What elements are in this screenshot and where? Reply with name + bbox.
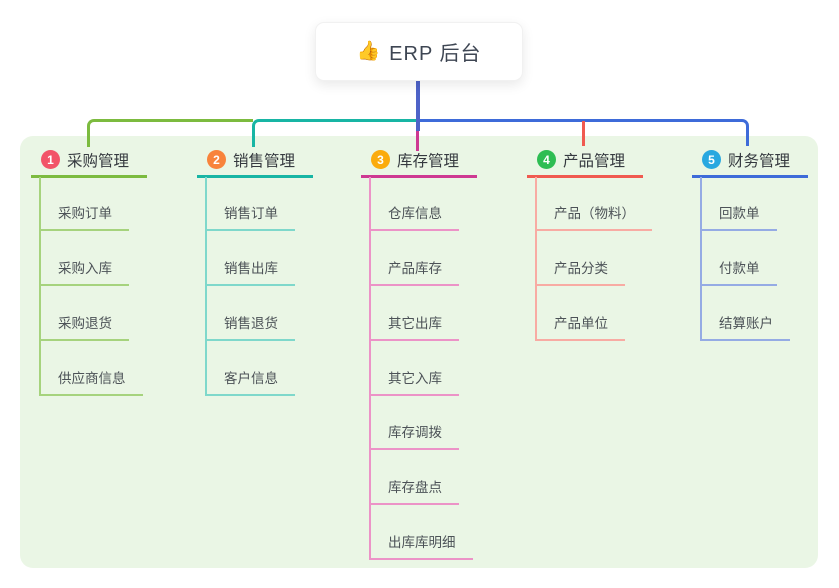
connector-drop-branch-3 bbox=[416, 119, 419, 151]
child-node[interactable]: 客户信息 bbox=[205, 369, 295, 396]
branch-head-3[interactable]: 3 库存管理 bbox=[361, 148, 477, 178]
child-node[interactable]: 出库库明细 bbox=[369, 533, 473, 560]
branch-label: 采购管理 bbox=[67, 152, 130, 170]
child-node[interactable]: 仓库信息 bbox=[369, 204, 459, 231]
child-node[interactable]: 付款单 bbox=[700, 259, 777, 286]
branch-label: 库存管理 bbox=[397, 152, 460, 170]
branch-head-2[interactable]: 2 销售管理 bbox=[197, 148, 313, 178]
connector-drop-branch-4 bbox=[582, 121, 585, 146]
child-node[interactable]: 供应商信息 bbox=[39, 369, 143, 396]
root-node-title: ERP 后台 bbox=[389, 43, 482, 65]
child-node[interactable]: 销售退货 bbox=[205, 314, 295, 341]
branch-children-line bbox=[535, 177, 537, 341]
child-node[interactable]: 销售订单 bbox=[205, 204, 295, 231]
branch-children-line bbox=[369, 177, 371, 560]
child-node[interactable]: 产品分类 bbox=[535, 259, 625, 286]
branch-number-badge: 5 bbox=[702, 150, 721, 169]
child-node[interactable]: 回款单 bbox=[700, 204, 777, 231]
child-node[interactable]: 采购订单 bbox=[39, 204, 129, 231]
branch-label: 销售管理 bbox=[233, 152, 296, 170]
child-node[interactable]: 采购入库 bbox=[39, 259, 129, 286]
branch-children-line bbox=[205, 177, 207, 396]
child-node[interactable]: 产品（物料） bbox=[535, 204, 652, 231]
child-node[interactable]: 采购退货 bbox=[39, 314, 129, 341]
branch-number-badge: 4 bbox=[537, 150, 556, 169]
child-node[interactable]: 产品单位 bbox=[535, 314, 625, 341]
connector-elbow-branch-1 bbox=[87, 119, 253, 147]
child-node[interactable]: 库存盘点 bbox=[369, 478, 459, 505]
branch-children-line bbox=[39, 177, 41, 396]
branch-head-4[interactable]: 4 产品管理 bbox=[527, 148, 643, 178]
child-node[interactable]: 库存调拨 bbox=[369, 423, 459, 450]
child-node[interactable]: 销售出库 bbox=[205, 259, 295, 286]
branch-head-1[interactable]: 1 采购管理 bbox=[31, 148, 147, 178]
branch-label: 产品管理 bbox=[563, 152, 626, 170]
thumbs-up-icon: 👍 bbox=[356, 41, 381, 62]
connector-elbow-branch-2 bbox=[252, 119, 418, 147]
child-node[interactable]: 其它入库 bbox=[369, 369, 459, 396]
branch-number-badge: 3 bbox=[371, 150, 390, 169]
branch-head-5[interactable]: 5 财务管理 bbox=[692, 148, 808, 178]
connector-elbow-branch-5 bbox=[418, 119, 749, 146]
child-node[interactable]: 结算账户 bbox=[700, 314, 790, 341]
child-node[interactable]: 其它出库 bbox=[369, 314, 459, 341]
mindmap-canvas bbox=[20, 136, 818, 568]
branch-label: 财务管理 bbox=[728, 152, 791, 170]
branch-number-badge: 2 bbox=[207, 150, 226, 169]
connector-root-line bbox=[416, 81, 420, 131]
root-node[interactable]: 👍 ERP 后台 bbox=[315, 22, 523, 81]
branch-children-line bbox=[700, 177, 702, 341]
child-node[interactable]: 产品库存 bbox=[369, 259, 459, 286]
branch-number-badge: 1 bbox=[41, 150, 60, 169]
